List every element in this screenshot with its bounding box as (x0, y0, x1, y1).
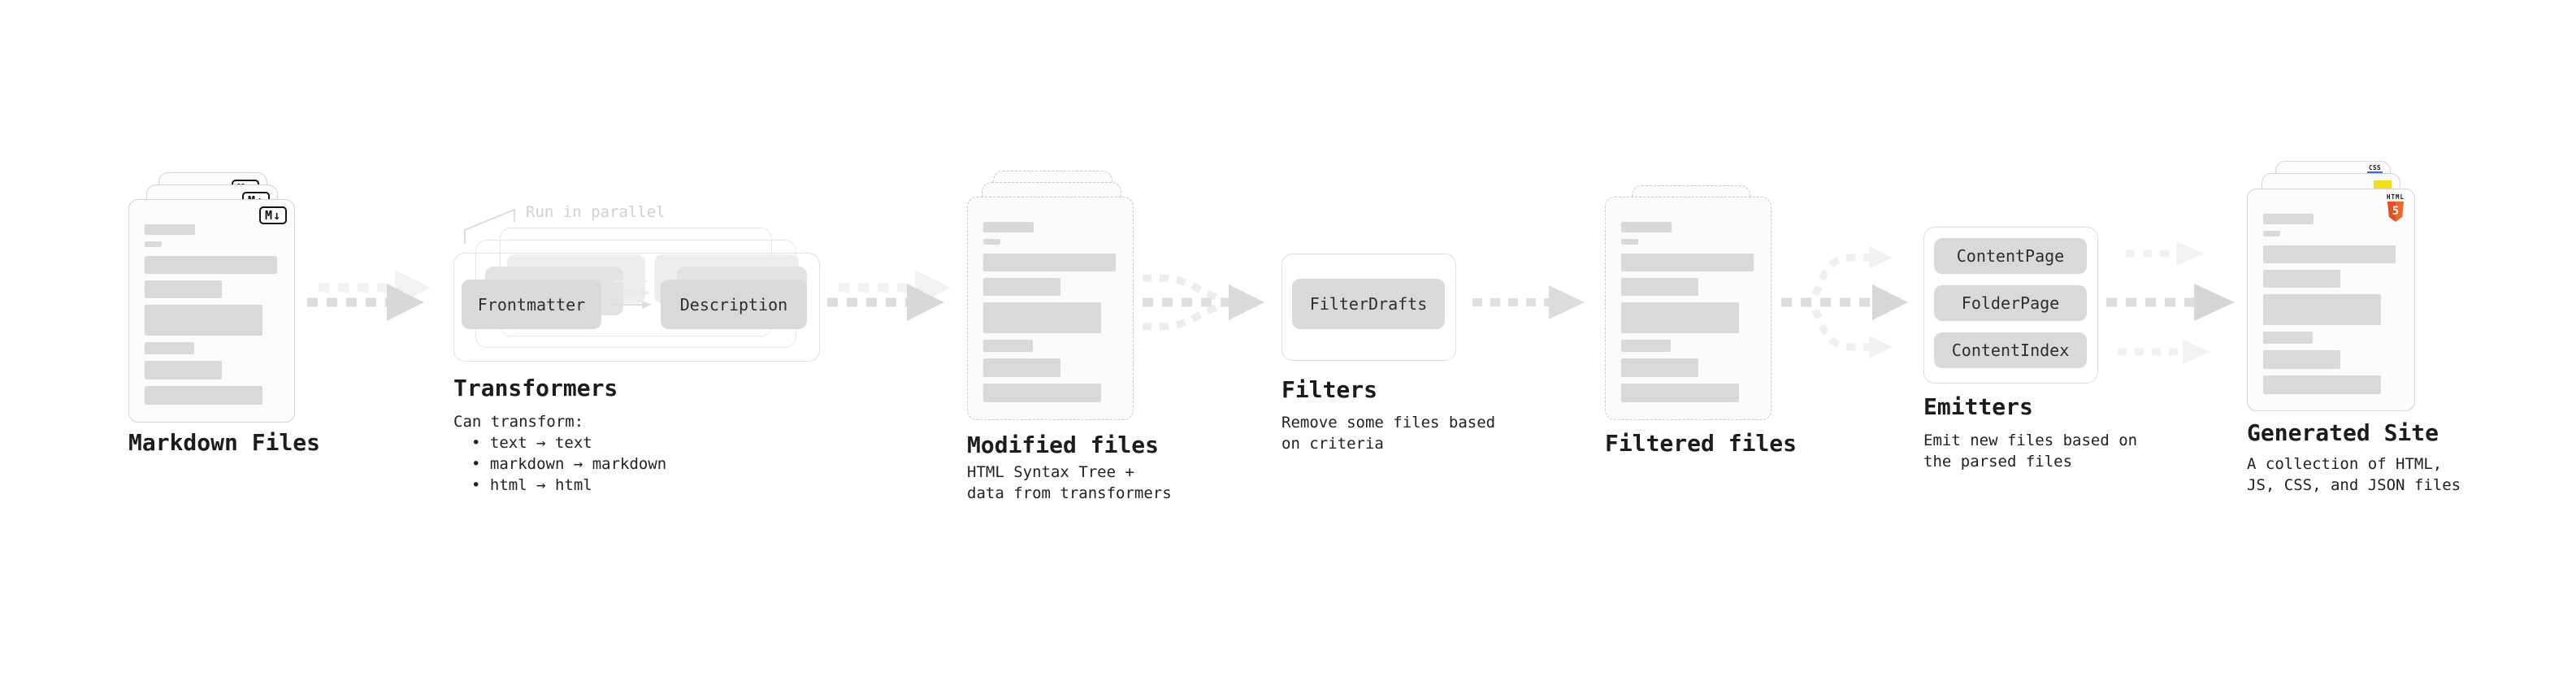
css-icon-label: CSS (2368, 164, 2382, 171)
description-line: Can transform: (453, 413, 584, 431)
skeleton-bar (2263, 375, 2381, 394)
skeleton-bar (1621, 278, 1698, 296)
description-line: A collection of HTML, (2247, 455, 2443, 473)
skeleton-bar (2263, 332, 2313, 344)
stage-title: Filters (1281, 376, 1378, 403)
pill-label: ContentPage (1956, 246, 2065, 266)
css-icon: CSS (2367, 165, 2383, 175)
skeleton-bar (145, 256, 277, 274)
skeleton-bar (145, 386, 262, 405)
skeleton-bar (983, 278, 1060, 296)
description-line: data from transformers (967, 484, 1172, 502)
skeleton-bar (1621, 384, 1739, 402)
html5-icon: HTML 5 (2387, 193, 2405, 222)
pill-label: Description (679, 294, 788, 314)
css-icon-bar (2367, 171, 2383, 175)
skeleton-bar (145, 361, 222, 380)
description-line: Remove some files based (1281, 414, 1496, 432)
html5-icon-shield: 5 (2387, 202, 2404, 222)
emitter-pill-contentindex: ContentIndex (1934, 332, 2087, 368)
pill-label: Frontmatter (477, 294, 586, 314)
flow-arrow-modified-to-filters (1143, 274, 1264, 331)
file-card-markdown: M↓ (128, 199, 295, 423)
transformer-pill-description: Description (661, 280, 807, 329)
stage-title: Emitters (1923, 393, 2033, 420)
skeleton-bar (1621, 340, 1671, 352)
transform-arrows-icon (611, 277, 652, 309)
js-icon (2374, 180, 2392, 189)
emitter-pill-contentpage: ContentPage (1934, 238, 2087, 274)
flow-arrows-emitters-to-site (2106, 241, 2235, 364)
description-line: the parsed files (1923, 453, 2073, 471)
stage-description: HTML Syntax Tree + data from transformer… (967, 462, 1172, 504)
skeleton-bar (1621, 222, 1672, 232)
stage-title: Modified files (967, 432, 1160, 458)
file-card-html: HTML 5 (2247, 189, 2415, 411)
stage-description: Emit new files based on the parsed files (1923, 430, 2137, 472)
html5-icon-label: HTML (2387, 193, 2405, 201)
skeleton-bar (2263, 294, 2381, 325)
flow-arrow-transformers-to-modified (827, 270, 951, 321)
filter-pill-filterdrafts: FilterDrafts (1292, 279, 1445, 329)
skeleton-bar (983, 302, 1101, 333)
description-line: • html → html (471, 476, 592, 494)
transformer-group-box (453, 253, 820, 362)
pill-label: FilterDrafts (1309, 294, 1428, 314)
pill-label: ContentIndex (1951, 340, 2070, 360)
description-line: Emit new files based on (1923, 432, 2138, 449)
stage-description: Remove some files based on criteria (1281, 412, 1495, 454)
description-line: HTML Syntax Tree + (967, 463, 1134, 481)
file-card-filtered (1605, 197, 1772, 420)
html5-icon-number: 5 (2392, 205, 2400, 218)
transformer-pill-frontmatter: Frontmatter (462, 280, 601, 329)
stage-title: Filtered files (1605, 430, 1798, 457)
flow-arrow-filters-to-filtered (1472, 285, 1585, 319)
pill-label: FolderPage (1961, 293, 2060, 313)
skeleton-bar (2263, 231, 2280, 236)
skeleton-bar (2263, 245, 2396, 263)
description-line: JS, CSS, and JSON files (2247, 476, 2461, 494)
skeleton-bar (2263, 270, 2340, 288)
skeleton-bar (983, 222, 1034, 232)
skeleton-bars (1621, 222, 1755, 402)
stage-title: Markdown Files (128, 429, 321, 456)
stage-description: A collection of HTML, JS, CSS, and JSON … (2247, 453, 2461, 496)
skeleton-bar (145, 224, 195, 235)
stage-title: Generated Site (2247, 419, 2439, 446)
skeleton-bar (1621, 254, 1754, 271)
skeleton-bar (983, 254, 1116, 271)
skeleton-bar (2263, 350, 2340, 369)
skeleton-bars (983, 222, 1117, 402)
skeleton-bar (983, 340, 1033, 352)
description-line: • text → text (471, 434, 592, 452)
description-line: • markdown → markdown (471, 455, 667, 473)
skeleton-bar (1621, 358, 1698, 377)
skeleton-bar (1621, 239, 1638, 245)
skeleton-bar (145, 342, 194, 354)
callout-line (464, 208, 515, 244)
skeleton-bar (2263, 214, 2314, 224)
skeleton-bar (145, 241, 162, 247)
skeleton-bar (145, 305, 262, 336)
run-in-parallel-annotation: Run in parallel (526, 203, 666, 221)
stage-description: Can transform: • text → text • markdown … (453, 411, 666, 496)
markdown-icon: M↓ (258, 206, 287, 224)
emitter-pill-folderpage: FolderPage (1934, 285, 2087, 321)
skeleton-bar (983, 358, 1060, 377)
skeleton-bar (983, 384, 1101, 402)
skeleton-bar (145, 280, 222, 298)
skeleton-bar (1621, 302, 1739, 333)
skeleton-bar (983, 239, 1000, 245)
flow-arrow-markdown-to-transformers (307, 270, 431, 321)
description-line: on criteria (1281, 435, 1384, 453)
file-card-modified (967, 197, 1134, 420)
stage-title: Transformers (453, 375, 618, 401)
skeleton-bars (145, 224, 279, 405)
flow-arrow-filtered-to-emitters (1781, 246, 1908, 358)
skeleton-bars (2263, 214, 2399, 394)
